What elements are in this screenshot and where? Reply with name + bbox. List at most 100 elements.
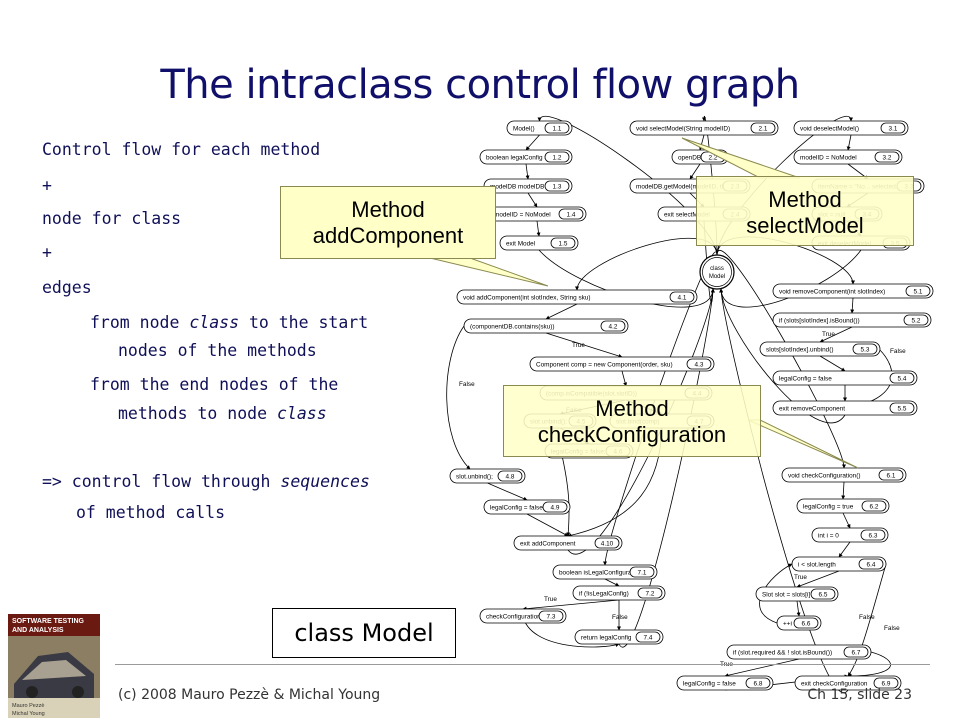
flow-node-label: modelDB modelDB = null bbox=[490, 184, 562, 191]
flow-node-id: 6.7 bbox=[852, 650, 861, 657]
flow-node-id-badge bbox=[497, 470, 523, 482]
flow-node-id-badge bbox=[637, 587, 663, 599]
callout-select-model: Method selectModel bbox=[696, 176, 914, 246]
flow-node-id: 6.3 bbox=[869, 533, 878, 540]
flow-node: slot.unbind();4.8 bbox=[449, 468, 526, 484]
flow-node: Component comp = new Component(order, sk… bbox=[529, 356, 715, 372]
flow-node-id-badge bbox=[635, 631, 661, 643]
flow-node-id: 5.5 bbox=[898, 406, 907, 413]
flow-node-id-badge bbox=[843, 646, 869, 658]
flow-node-id: 7.4 bbox=[644, 635, 653, 642]
flow-node-label: void deselectModel() bbox=[800, 126, 859, 133]
flow-node-id-badge bbox=[745, 677, 771, 689]
flow-node-label: legalConfig = false; bbox=[490, 505, 545, 512]
flow-node-id-badge bbox=[594, 537, 620, 549]
flow-node-id: 2.2 bbox=[709, 155, 718, 162]
flow-node-label: checkConfiguration() bbox=[486, 614, 545, 621]
false-branch-edge bbox=[847, 563, 887, 677]
end-to-class-edge bbox=[719, 288, 846, 424]
flow-node-id: 6.2 bbox=[870, 504, 879, 511]
flow-node-label: openDB() bbox=[678, 155, 705, 162]
flow-node-id: 4.2 bbox=[609, 324, 618, 331]
flow-node-box bbox=[463, 318, 629, 334]
flow-node-id-badge bbox=[793, 617, 819, 629]
flow-node-box bbox=[513, 535, 623, 551]
flow-node-label: if (slots[slotIndex].isBound()) bbox=[779, 318, 860, 325]
flow-node-id: 1.4 bbox=[567, 212, 576, 219]
flow-edge bbox=[796, 600, 801, 617]
flow-node-box bbox=[794, 675, 902, 691]
class-to-start-edge bbox=[575, 237, 718, 291]
flow-node-id-badge bbox=[600, 320, 626, 332]
flow-node: void checkConfiguration()6.1 bbox=[781, 467, 907, 483]
flow-node-id: 4.1 bbox=[678, 295, 687, 302]
flow-node-box bbox=[726, 644, 872, 660]
flow-node-id: 3.1 bbox=[889, 126, 898, 133]
edge-label: False bbox=[890, 348, 906, 355]
flow-edge bbox=[850, 297, 855, 314]
flow-node-id-badge bbox=[544, 151, 570, 163]
flow-node-label: return legalConfig bbox=[581, 635, 632, 642]
conclusion-line-2: of method calls bbox=[76, 503, 226, 522]
flow-edge bbox=[604, 578, 620, 587]
flow-node-label: i < slot.length bbox=[798, 562, 836, 569]
bullet-node-for-class: node for class bbox=[42, 209, 182, 228]
flow-node-id: 6.5 bbox=[819, 592, 828, 599]
logo-author-2: Michal Young bbox=[12, 711, 45, 717]
flow-node-box bbox=[772, 283, 934, 299]
flow-node-label: if (!isLegalConfig) bbox=[579, 591, 629, 598]
flow-node-label: void removeComponent(int slotIndex) bbox=[779, 289, 885, 296]
edge-label: True bbox=[572, 342, 585, 349]
flow-node-id-badge bbox=[542, 501, 568, 513]
callout-line: addComponent bbox=[312, 223, 464, 248]
flow-node-label: exit addComponent bbox=[520, 541, 576, 548]
conclusion-line-1: => control flow through sequences bbox=[42, 472, 370, 491]
flow-node-box bbox=[759, 341, 881, 357]
edge-label: True bbox=[822, 331, 835, 338]
class-model-label: class Model bbox=[272, 608, 456, 658]
callout-line: selectModel bbox=[746, 213, 864, 238]
callout-add-component: Method addComponent bbox=[280, 186, 496, 259]
flow-node-id: 4.8 bbox=[506, 474, 515, 481]
footer-slide-number: Ch 15, slide 23 bbox=[807, 687, 912, 703]
flow-node-label: int i = 0 bbox=[818, 533, 839, 540]
flow-node-id: 5.3 bbox=[861, 347, 870, 354]
flow-node-id-badge bbox=[889, 372, 915, 384]
flow-node-id: 7.3 bbox=[547, 614, 556, 621]
edge-label: False bbox=[859, 614, 875, 621]
flow-edge bbox=[545, 332, 623, 358]
flow-node-id-badge bbox=[874, 151, 900, 163]
flow-node-label: modelDB.getModel(modelID, this) bbox=[636, 184, 732, 191]
false-branch-edge bbox=[847, 651, 891, 678]
flow-node-id-badge bbox=[860, 529, 886, 541]
flow-node-label: boolean legalConfig = false; bbox=[486, 155, 565, 162]
class-node-label: Model bbox=[709, 274, 725, 280]
flow-edge bbox=[846, 134, 852, 151]
class-node-inner-circle bbox=[702, 257, 732, 287]
flow-edge bbox=[522, 615, 620, 648]
flow-edge bbox=[841, 481, 846, 500]
flow-node: checkConfiguration()7.3 bbox=[479, 608, 567, 624]
flow-edge bbox=[527, 192, 538, 208]
flow-node-id: 4.9 bbox=[551, 505, 560, 512]
flow-edge bbox=[819, 326, 853, 343]
flow-node-label: exit checkConfiguration bbox=[801, 681, 868, 688]
flow-node-id: 3.2 bbox=[883, 155, 892, 162]
flow-node-label: if (slot.required && ! slot.isBound()) bbox=[733, 650, 832, 657]
callout-line: Method bbox=[595, 396, 669, 421]
flow-node-id-badge bbox=[750, 122, 776, 134]
flow-node: boolean legalConfig = false;1.2 bbox=[479, 149, 573, 165]
flow-node-id: 6.8 bbox=[754, 681, 763, 688]
flow-node: if (slots[slotIndex].isBound())5.2 bbox=[772, 312, 932, 328]
logo-title-2: AND ANALYSIS bbox=[12, 627, 64, 634]
flow-node-id-badge bbox=[550, 237, 576, 249]
flow-node-id: 6.4 bbox=[867, 562, 876, 569]
flow-node: void selectModel(String modelID)2.1 bbox=[629, 120, 779, 136]
footer-copyright: (c) 2008 Mauro Pezzè & Michal Young bbox=[118, 687, 381, 703]
flow-node: Slot slot = slots[i]6.5 bbox=[755, 586, 839, 602]
edge-label: False bbox=[884, 625, 900, 632]
